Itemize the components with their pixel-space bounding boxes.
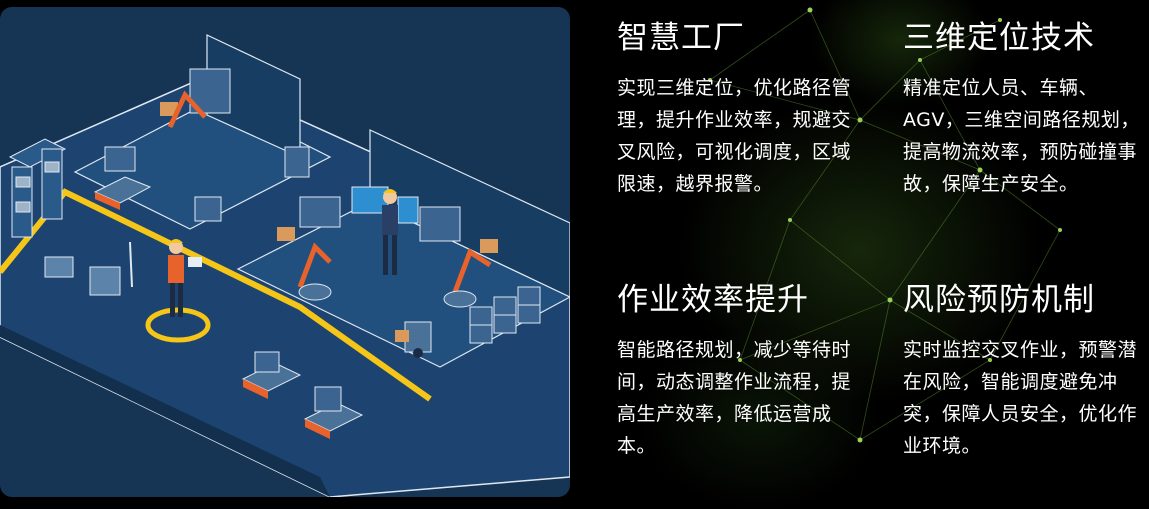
feature-title: 作业效率提升 bbox=[617, 282, 809, 318]
robot-arm-2 bbox=[277, 227, 332, 301]
feature-description: 精准定位人员、车辆、AGV，三维空间路径规划，提高物流效率，预防碰撞事故，保障生… bbox=[903, 77, 1140, 195]
forklift-cart bbox=[44, 241, 133, 296]
robot-arm-3 bbox=[443, 239, 498, 308]
worker-orange bbox=[168, 239, 202, 317]
control-screen bbox=[351, 186, 419, 224]
feature-description: 智能路径规划，减少等待时间，动态调整作业流程，提高生产效率，降低运营成本。 bbox=[617, 339, 852, 457]
shelving-unit bbox=[8, 138, 67, 238]
feature-description: 实时监控交叉作业，预警潜在风险，智能调度避免冲突，保障人员安全，优化作业环境。 bbox=[903, 339, 1138, 457]
mobile-robot bbox=[395, 321, 432, 358]
agv-2 bbox=[303, 386, 364, 439]
agv-3 bbox=[93, 176, 152, 210]
feature-efficiency: 作业效率提升 智能路径规划，减少等待时间，动态调整作业流程，提高生产效率，降低运… bbox=[617, 280, 867, 462]
feature-risk-prevention: 风险预防机制 实时监控交叉作业，预警潜在风险，智能调度避免冲突，保障人员安全，优… bbox=[903, 280, 1149, 462]
feature-title: 智慧工厂 bbox=[617, 20, 745, 56]
smart-factory-illustration bbox=[0, 7, 570, 497]
worker-blue bbox=[382, 189, 398, 275]
wall-panel-2 bbox=[369, 129, 570, 298]
agv-1 bbox=[241, 351, 302, 399]
machine-units bbox=[104, 146, 461, 242]
feature-3d-positioning: 三维定位技术 精准定位人员、车辆、AGV，三维空间路径规划，提高物流效率，预防碰… bbox=[903, 18, 1149, 200]
network-decoration bbox=[708, 7, 1062, 443]
robot-arm-1 bbox=[160, 68, 231, 129]
feature-title: 三维定位技术 bbox=[903, 20, 1095, 56]
crate-stack bbox=[469, 286, 541, 344]
feature-title: 风险预防机制 bbox=[903, 282, 1095, 318]
feature-description: 实现三维定位，优化路径管理，提升作业效率，规避交叉风险，可视化调度，区域限速，越… bbox=[617, 77, 852, 195]
feature-smart-factory: 智慧工厂 实现三维定位，优化路径管理，提升作业效率，规避交叉风险，可视化调度，区… bbox=[617, 18, 867, 200]
background-glow bbox=[560, 0, 1149, 509]
factory-scene bbox=[0, 34, 570, 497]
